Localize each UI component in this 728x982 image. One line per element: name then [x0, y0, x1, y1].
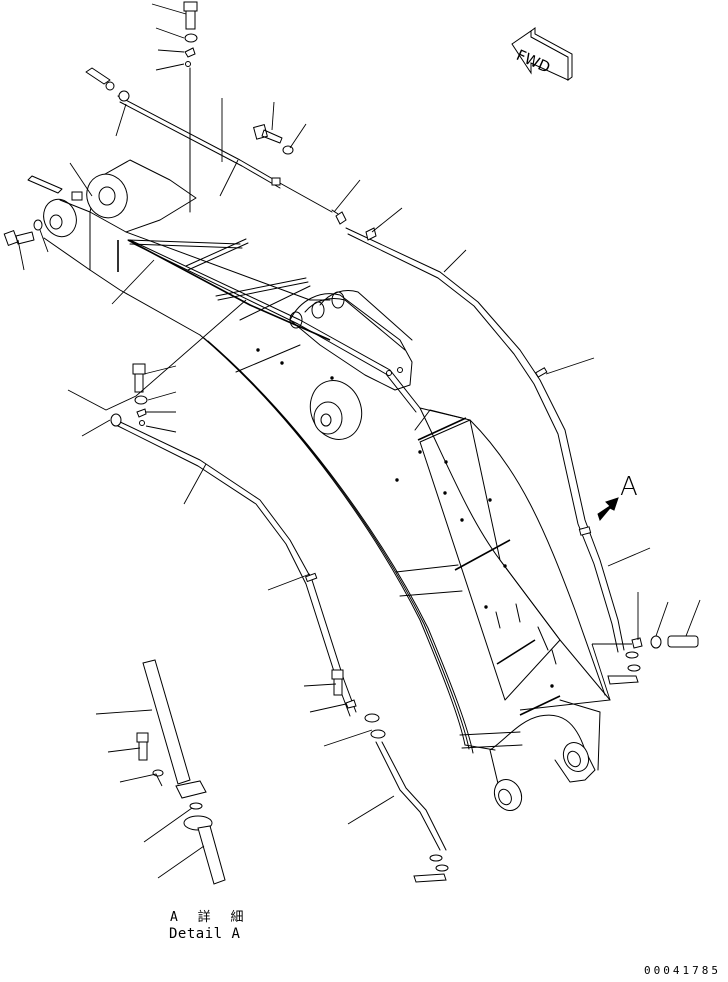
fwd-arrow-icon: [511, 27, 573, 81]
boom-head-boss: [86, 173, 128, 219]
screw-icon-2: [27, 175, 63, 194]
boom-head-pin-plate: [43, 198, 77, 238]
bolt-icon-2: [3, 230, 19, 246]
grease-nipple-icon-2: [413, 873, 447, 883]
washer-icon-5: [650, 635, 662, 649]
pipe-fitting-icon-2: [110, 413, 122, 427]
detail-a-view-arrow-icon: [597, 497, 619, 522]
clamp-block-icon: [71, 191, 83, 201]
boom-foot-pin-boss-left: [493, 778, 523, 812]
catalog-number: 00041785: [644, 964, 721, 977]
leader-lines: [17, 3, 701, 879]
bolt-icon-4: [132, 363, 146, 375]
pipe-fitting-icon: [271, 177, 281, 186]
mount-holes: [256, 348, 554, 688]
bolt-icon-7: [136, 732, 149, 743]
screw-icon: [85, 67, 111, 85]
washer-icon-4: [134, 395, 148, 405]
fasteners: [3, 1, 699, 883]
spacer-icon: [185, 61, 191, 67]
detail-a-title-en: Detail A: [169, 926, 241, 942]
washer-icon-3: [282, 145, 294, 155]
detail-a-title-jp: A 詳 細: [170, 910, 250, 925]
grease-nipple-icon: [607, 675, 639, 685]
boom-body: [43, 159, 611, 812]
pipe-segment-icon: [142, 659, 191, 785]
grease-piping: [115, 67, 625, 851]
hose-clamp-icon: [578, 526, 592, 536]
boom-foot-pin-boss-right: [562, 741, 590, 773]
seal-icon: [625, 651, 639, 659]
washer-icon-2: [33, 219, 43, 231]
clip-icon: [184, 47, 196, 58]
detail-a-parts: [136, 659, 226, 885]
bolt-icon-5: [667, 635, 699, 648]
washer-icon: [184, 33, 198, 43]
bolt-icon: [183, 1, 198, 30]
bolt-icon-6: [331, 669, 344, 680]
detail-a-callout-label: A: [620, 472, 638, 502]
